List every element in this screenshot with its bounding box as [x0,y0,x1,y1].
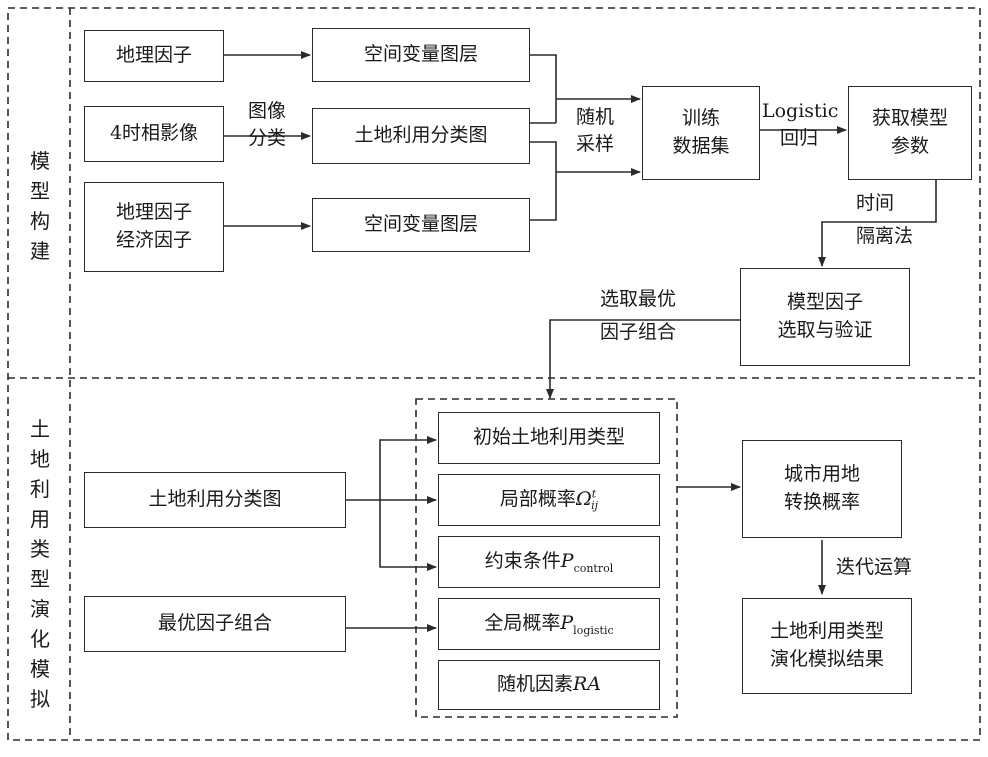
landuse-map-label: 土地利用分类图 [354,124,488,147]
geo-econ-box: 地理因子 经济因子 [84,182,224,272]
edge-label-factor-combo: 因子组合 [600,320,677,343]
geo-factor-box: 地理因子 [84,30,224,82]
edge-label-sampling: 采样 [576,132,615,155]
params-label-2: 参数 [890,135,929,157]
spatial-variable-layer-label-2: 空间变量图层 [363,213,478,236]
global-probability-label: 全局概率Plogistic [484,611,614,637]
params-label-1: 获取模型 [871,107,948,130]
econ-factor-label: 经济因子 [115,229,192,251]
selection-label-1: 模型因子 [786,291,863,314]
arrow-landuse-to-constraint [379,500,437,571]
conversion-label-1: 城市用地 [783,463,860,486]
imagery-box: 4时相影像 [84,106,224,162]
local-probability-box: 局部概率Ωtij [438,474,660,526]
edge-label-best-combo: 选取最优 因子组合 [600,286,676,345]
edge-label-time-isolation: 时间 隔离法 [856,190,913,249]
best-combo-label: 最优因子组合 [157,612,272,635]
result-label-2: 演化模拟结果 [769,648,884,670]
edge-label-image: 图像 [248,100,287,122]
edge-label-logistic: Logistic [762,100,839,122]
edge-label-isolation: 隔离法 [856,224,914,247]
sim-landuse-map-box: 土地利用分类图 [84,472,346,528]
edge-label-classify: 分类 [248,126,287,149]
geo-factor-label-2: 地理因子 [115,201,192,224]
local-probability-label: 局部概率Ωtij [499,487,599,513]
edge-label-random: 随机 [576,106,615,128]
components-frame [415,398,678,718]
factor-selection-box: 模型因子 选取与验证 [740,268,910,366]
imagery-label: 4时相影像 [109,122,199,145]
random-factor-box: 随机因素RA [438,660,660,710]
edge-label-random-sampling: 随机 采样 [576,104,614,157]
landuse-map-box: 土地利用分类图 [312,108,530,164]
training-label-1: 训练 [681,107,720,130]
edge-label-image-classify: 图像 分类 [248,98,286,151]
outer-frame [7,7,981,741]
edge-label-select-best: 选取最优 [600,288,677,310]
result-label-1: 土地利用类型 [769,620,884,643]
edge-label-logistic-regression: Logistic 回归 [762,98,838,151]
sim-landuse-map-label: 土地利用分类图 [148,488,282,511]
constraint-box: 约束条件Pcontrol [438,536,660,588]
initial-landuse-label: 初始土地利用类型 [472,426,625,449]
conversion-probability-box: 城市用地 转换概率 [742,440,902,538]
edge-label-regression: 回归 [780,126,819,149]
section-label-model-build: 模型构建 [30,149,50,263]
arrow-landuse-to-initial [379,436,437,500]
edge-label-time: 时间 [856,192,895,214]
initial-landuse-box: 初始土地利用类型 [438,412,660,464]
geo-factor-label: 地理因子 [115,44,192,67]
global-probability-box: 全局概率Plogistic [438,598,660,650]
best-combo-box: 最优因子组合 [84,596,346,652]
random-factor-label: 随机因素RA [496,673,602,696]
edge-label-iterate: 迭代运算 [836,556,913,578]
constraint-label: 约束条件Pcontrol [484,549,614,575]
model-params-box: 获取模型 参数 [848,86,972,180]
spatial-variable-layer-label-1: 空间变量图层 [363,43,478,66]
simulation-result-box: 土地利用类型 演化模拟结果 [742,598,912,694]
conversion-label-2: 转换概率 [783,491,860,513]
arrow-time-isolation [818,180,937,267]
connector-layer1 [530,54,557,123]
training-label-2: 数据集 [672,135,730,157]
training-set-box: 训练 数据集 [642,86,760,180]
connector-landuse-b [530,141,557,221]
section-label-evolution: 土地利用类型演化模拟 [30,417,50,711]
arrow-best-combo [546,319,740,399]
selection-label-2: 选取与验证 [777,319,873,341]
spatial-variable-layer-box-1: 空间变量图层 [312,28,530,82]
spatial-variable-layer-box-2: 空间变量图层 [312,198,530,252]
